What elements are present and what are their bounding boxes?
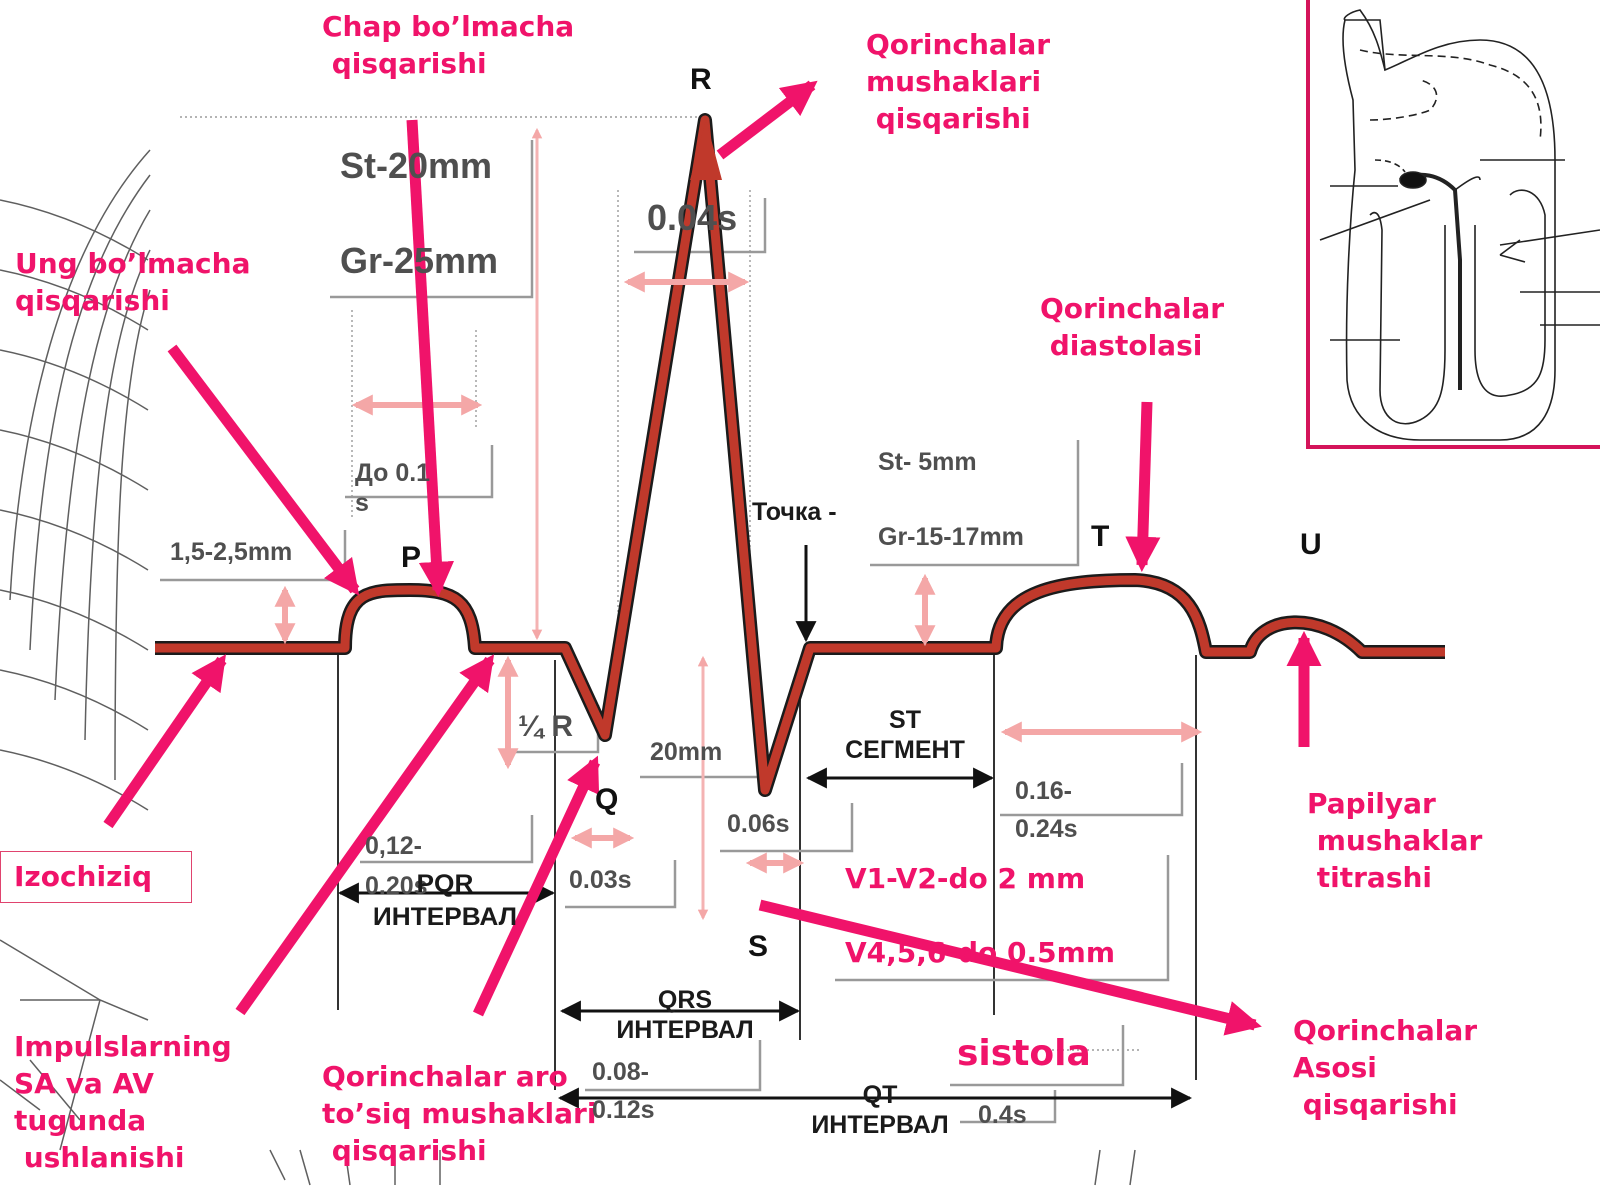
sistola-label: sistola <box>957 1033 1091 1074</box>
annotation-arrows <box>103 80 1322 1036</box>
quarter-r-measure: ¼ R <box>518 710 574 743</box>
u-wave-label: U <box>1300 528 1322 561</box>
t-wave-label: T <box>1091 520 1110 553</box>
papillary-label: Papilyar mushaklar titrashi <box>1307 787 1483 894</box>
t-duration-measure: 0.16- 0.24s <box>1015 777 1078 843</box>
t-st-measure: St- 5mm <box>878 448 977 476</box>
r-st-measure: St-20mm <box>340 145 493 186</box>
dotted-guides <box>180 116 1140 1051</box>
q-wave-label: Q <box>595 783 619 816</box>
pq-interval-label: PQR ИНТЕРВАЛ <box>372 870 518 931</box>
q-time-measure: 0.03s <box>569 866 632 894</box>
r-width-measure: 0.04s <box>647 197 738 238</box>
ventricle-base-label: Qorinchalar Asosi qisqarishi <box>1293 1014 1478 1121</box>
isoline-label-box <box>0 851 192 903</box>
interval-arrows <box>337 545 1193 1109</box>
right-atrium-label: Ung bo’lmacha qisqarishi <box>15 247 251 317</box>
qt-time-measure: 0.4s <box>978 1101 1027 1129</box>
pq-time-measure: 0,12- 0.20s <box>365 832 428 900</box>
ventricle-muscles-label: Qorinchalar mushaklari qisqarishi <box>866 28 1051 135</box>
heart-inset-frame <box>1306 0 1600 449</box>
dimension-lines <box>531 127 709 921</box>
dimension-arrows <box>274 271 1203 874</box>
impulse-delay-label: Impulslarning SA va AV tugunda ushlanish… <box>14 1030 232 1174</box>
s-time-measure: 0.06s <box>727 810 790 838</box>
v1-v2-label: V1-V2-do 2 mm <box>845 862 1086 895</box>
heart-conduction-sketch <box>1319 9 1600 441</box>
p-duration-measure: До 0.1 s <box>355 459 431 517</box>
qrs-interval-label: QRS ИНТЕРВАЛ <box>616 986 754 1044</box>
ventricle-diastole-label: Qorinchalar diastolasi <box>1040 292 1225 362</box>
r-depth-measure: 20mm <box>650 738 723 766</box>
isoline-label: Izochiziq <box>14 860 153 893</box>
j-point-label: Точка - <box>752 498 837 526</box>
qrs-time-measure: 0.08- 0.12s <box>592 1058 655 1124</box>
left-atrium-label: Chap bo’lmacha qisqarishi <box>322 10 575 80</box>
t-gr-measure: Gr-15-17mm <box>878 523 1024 551</box>
r-wave-label: R <box>690 63 712 96</box>
r-peak-fill <box>690 120 722 180</box>
v4-v6-label: V4,5,6-do 0.5mm <box>845 936 1115 969</box>
p-wave-label: P <box>401 541 422 574</box>
qt-interval-label: QT ИНТЕРВАЛ <box>811 1081 949 1139</box>
background-grid <box>0 149 1136 1186</box>
s-wave-label: S <box>748 930 769 963</box>
septum-label: Qorinchalar aro to’siq mushaklari qisqar… <box>322 1060 597 1167</box>
r-gr-measure: Gr-25mm <box>340 240 499 281</box>
st-segment-label: ST СЕГМЕНТ <box>845 706 965 764</box>
p-height-measure: 1,5-2,5mm <box>170 538 293 566</box>
